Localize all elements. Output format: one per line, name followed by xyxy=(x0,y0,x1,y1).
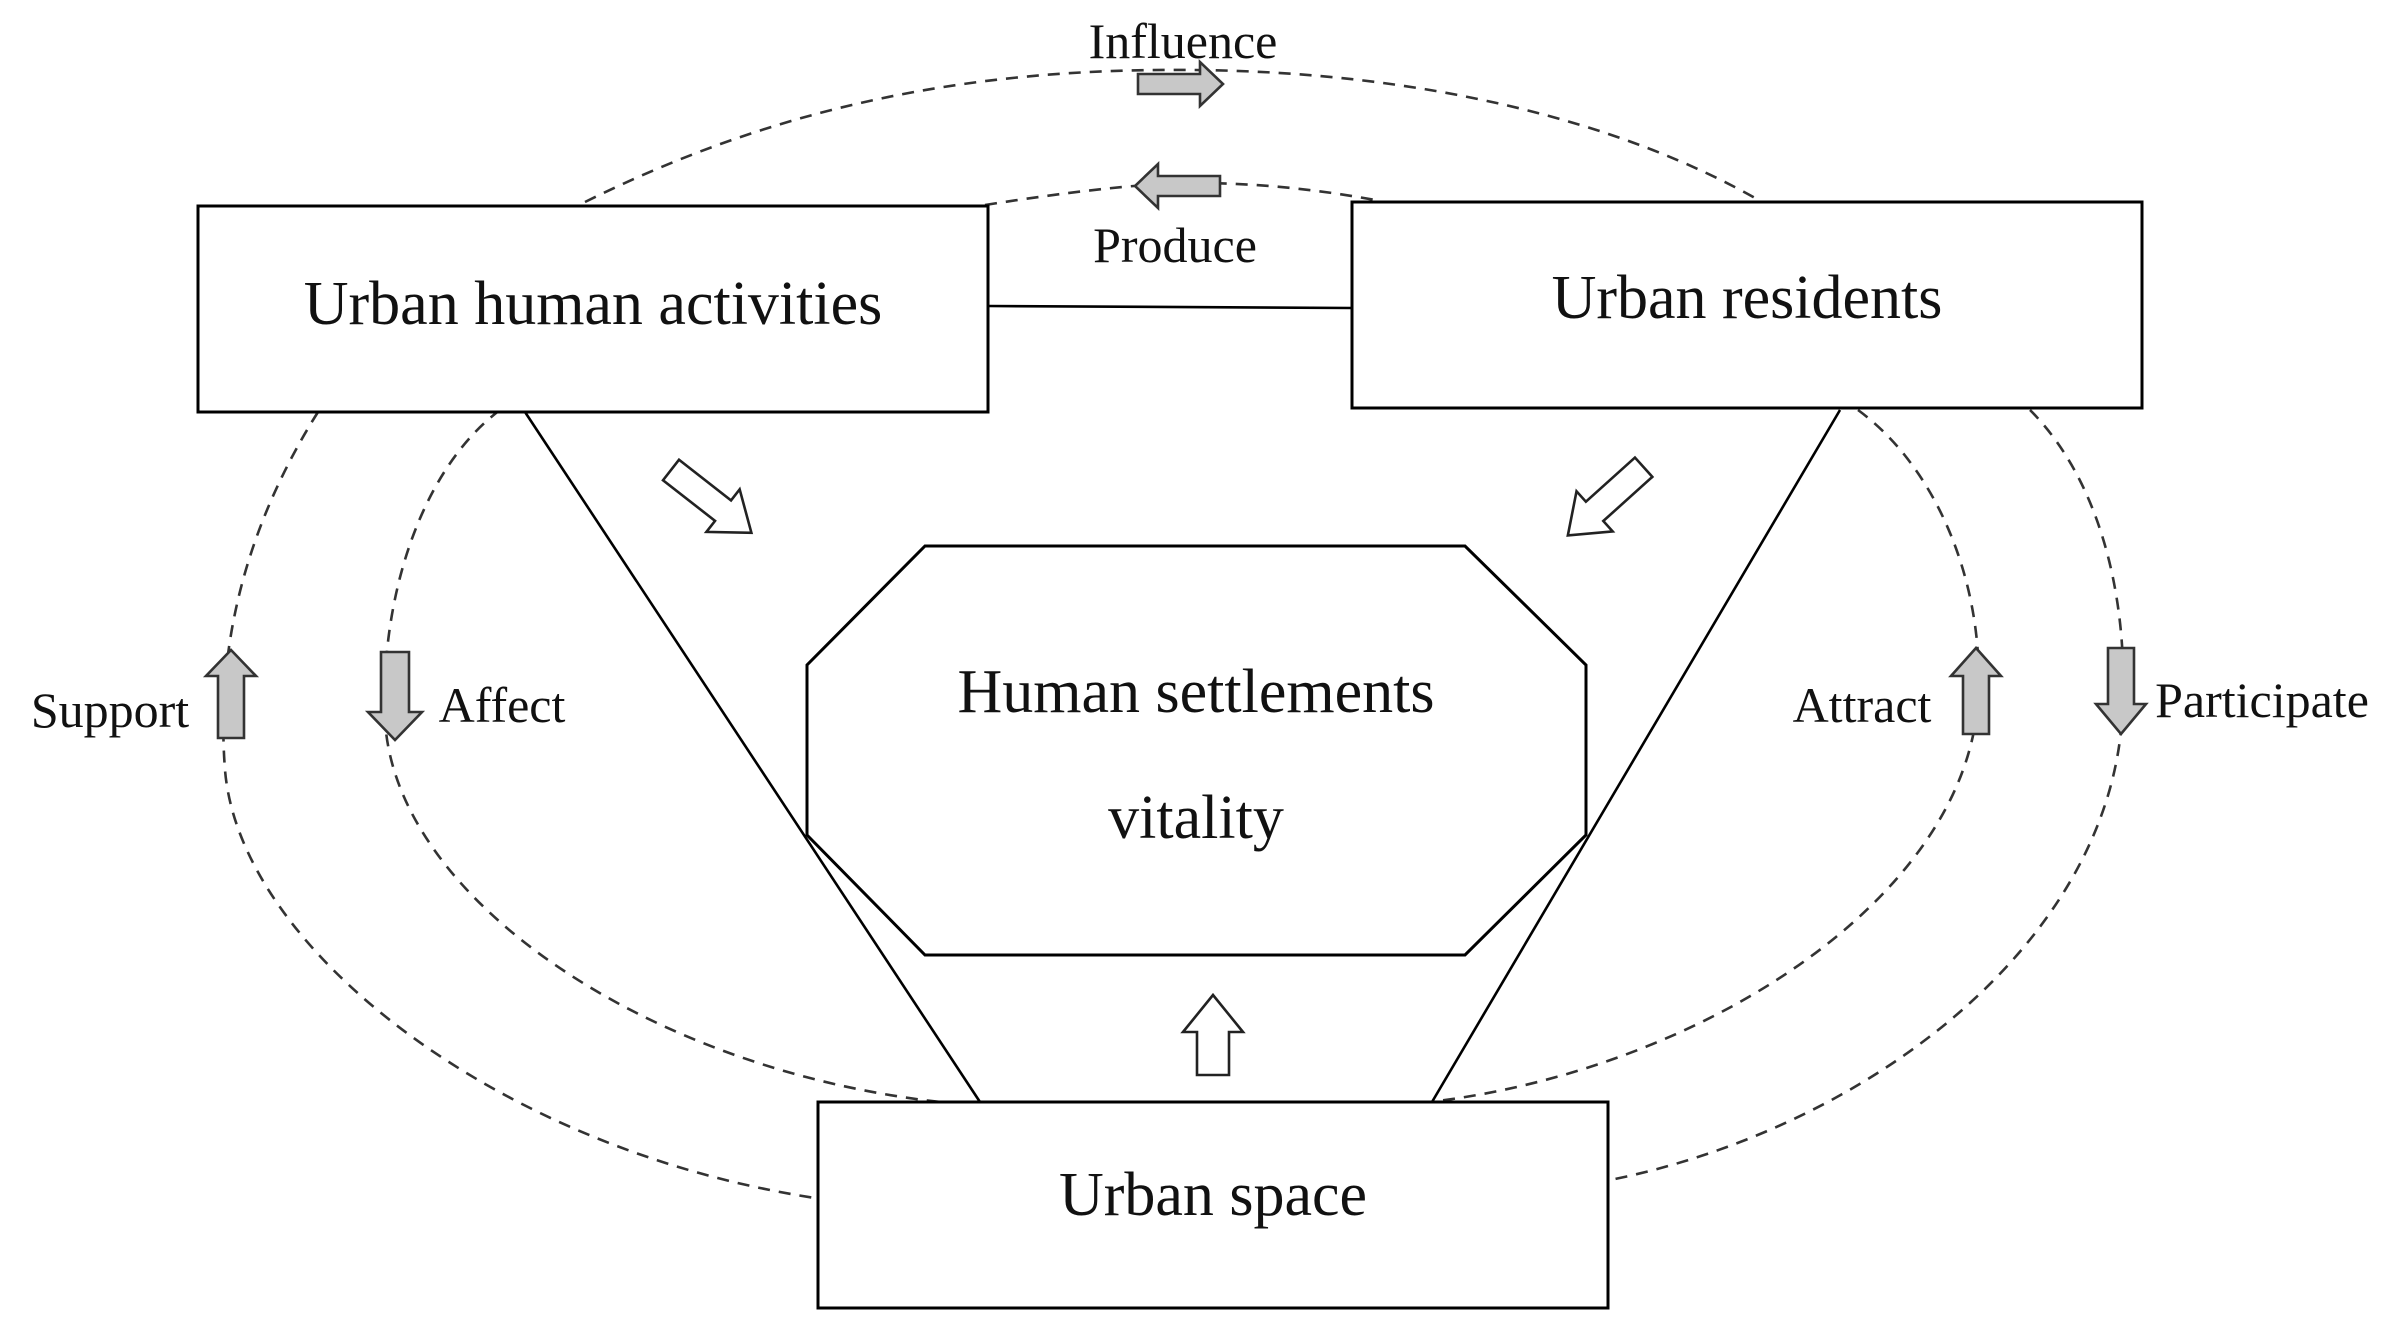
participate-arrow-icon xyxy=(2093,646,2149,737)
participate-label: Participate xyxy=(2155,672,2369,728)
support-dashed-arc xyxy=(222,411,816,1200)
affect-label: Affect xyxy=(439,677,566,733)
human-settlements-vitality-octagon xyxy=(805,544,1588,957)
influence-arrow-icon xyxy=(1136,58,1225,110)
affect-arrow-icon xyxy=(364,650,426,742)
influence-label: Influence xyxy=(1089,13,1278,69)
support-arrow-icon xyxy=(202,648,260,740)
activities-space-line xyxy=(523,411,982,1103)
produce-label: Produce xyxy=(1093,217,1257,273)
space-to-vitality-arrow-icon xyxy=(1180,992,1246,1077)
influence-dashed-arc xyxy=(584,68,1763,204)
urban-residents-box xyxy=(1350,200,2144,410)
urban-space-box xyxy=(816,1100,1610,1310)
activities-residents-line xyxy=(987,304,1353,310)
vitality-label-line2: vitality xyxy=(1108,784,1284,852)
residents-to-vitality-arrow-icon xyxy=(1566,455,1655,537)
urban-human-activities-label: Urban human activities xyxy=(304,270,883,338)
activities-to-vitality-arrow-icon xyxy=(661,457,754,535)
residents-space-line xyxy=(1430,409,1842,1103)
attract-arrow-icon xyxy=(1948,646,2004,736)
urban-space-label: Urban space xyxy=(1059,1161,1367,1229)
vitality-label-line1: Human settlements xyxy=(958,658,1435,726)
urban-human-activities-box xyxy=(196,204,990,414)
attract-dashed-arc xyxy=(1429,408,1980,1104)
support-label: Support xyxy=(31,682,189,738)
attract-label: Attract xyxy=(1793,677,1932,733)
participate-dashed-arc xyxy=(1609,409,2125,1182)
urban-residents-label: Urban residents xyxy=(1552,264,1943,332)
produce-arrow-icon xyxy=(1133,160,1222,212)
